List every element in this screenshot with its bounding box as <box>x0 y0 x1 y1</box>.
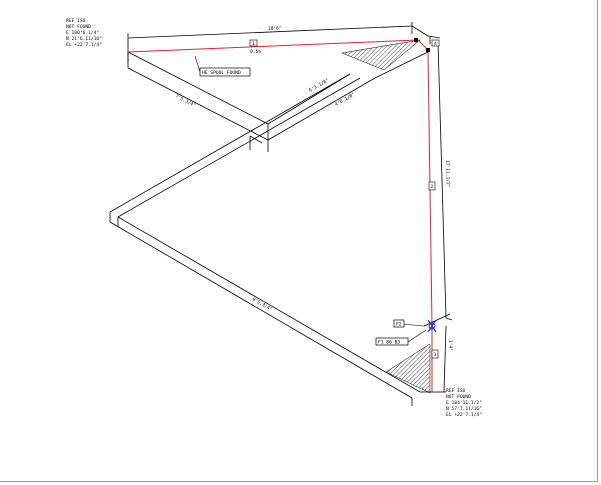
svg-text:REF ISO: REF ISO <box>66 18 86 24</box>
weld-tag: F1 86 B3 <box>375 337 409 346</box>
hatch-top <box>341 39 421 71</box>
svg-text:EL +22'7.1/4": EL +22'7.1/4" <box>66 42 102 48</box>
pipe-end-right <box>426 48 430 52</box>
top-coordinate-note: REF ISO NOT FOUND E 180'6.1/4" N 21'6.11… <box>66 18 102 48</box>
svg-text:E 184'11.1/2": E 184'11.1/2" <box>446 400 482 406</box>
dim-inner-diag-a: 6'3.1/8" <box>308 77 330 93</box>
svg-text:NOT FOUND: NOT FOUND <box>66 24 91 30</box>
dim-right-vertical: 17'11.1/2" <box>444 160 451 188</box>
bottom-coordinate-note: REF ISO NOT FOUND E 184'11.1/2" N 57'7.1… <box>446 388 482 418</box>
spool-tag: HE SPOOL FOUND <box>199 67 251 77</box>
dim-top-width: 10'6" <box>268 26 282 32</box>
dim-short-right: 1'4" <box>447 340 453 351</box>
leaders <box>194 55 427 343</box>
pipe-end-top <box>414 38 418 42</box>
svg-text:N 57'7.11/16": N 57'7.11/16" <box>446 406 482 412</box>
spool-tag-label: HE SPOOL FOUND <box>202 70 241 76</box>
marker-corner: 4 <box>431 39 440 47</box>
small-tag: F2 <box>393 319 405 328</box>
marker-right-run: 2 <box>428 181 436 191</box>
fitting-marker <box>423 313 451 333</box>
small-tag-label: F2 <box>396 322 402 328</box>
svg-text:2: 2 <box>431 184 434 190</box>
svg-text:N 21'6.11/16": N 21'6.11/16" <box>66 36 102 42</box>
svg-text:NOT FOUND: NOT FOUND <box>446 394 471 400</box>
weld-tag-label: F1 86 B3 <box>378 340 400 346</box>
svg-text:REF ISO: REF ISO <box>446 388 466 394</box>
slope-label: 0.5% <box>250 49 261 55</box>
svg-text:1: 1 <box>252 41 255 47</box>
svg-text:EL +22'7.1/4": EL +22'7.1/4" <box>446 412 482 418</box>
svg-text:E 180'6.1/4": E 180'6.1/4" <box>66 30 99 36</box>
outline-lines <box>109 22 453 406</box>
svg-text:4: 4 <box>434 41 437 47</box>
hatch-bottom <box>385 343 431 394</box>
marker-lower-right: 3 <box>431 349 439 359</box>
svg-text:3: 3 <box>434 352 437 358</box>
marker-top-run: 1 <box>249 39 258 47</box>
